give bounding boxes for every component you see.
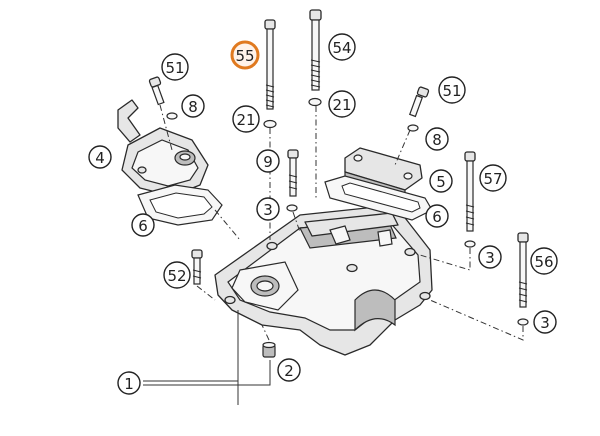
callout-label: 6 — [138, 217, 148, 235]
callout-label: 9 — [263, 153, 273, 171]
washers — [166, 97, 529, 326]
callout-ring — [425, 204, 449, 228]
bolt-57 — [464, 151, 476, 232]
callout-ring — [117, 371, 141, 395]
callout-label: 57 — [483, 170, 502, 188]
callout-8: 8 — [425, 127, 449, 151]
cover-plate-gasket — [324, 175, 433, 221]
callout-56: 56 — [530, 247, 558, 275]
callout-8: 8 — [181, 94, 205, 118]
callout-21: 21 — [328, 90, 356, 118]
callout-label: 54 — [332, 39, 351, 57]
callout-52: 52 — [163, 261, 191, 289]
callout-ring — [479, 164, 507, 192]
thermostat-housing — [117, 99, 209, 197]
callout-ring — [429, 169, 453, 193]
callout-ring — [256, 149, 280, 173]
callout-ring — [181, 94, 205, 118]
callout-54: 54 — [328, 33, 356, 61]
bolt-51-right — [408, 86, 430, 118]
callout-6: 6 — [425, 204, 449, 228]
callout-label: 51 — [165, 59, 184, 77]
callout-4: 4 — [88, 145, 112, 169]
callout-ring — [161, 53, 189, 81]
cylinder-head-cover — [214, 204, 433, 356]
callout-ring — [131, 213, 155, 237]
plug-2 — [262, 341, 276, 358]
callout-57: 57 — [479, 164, 507, 192]
callout-55: 55 — [230, 40, 260, 70]
callout-1: 1 — [117, 371, 141, 395]
washer-8-right — [407, 124, 419, 132]
bolt-56 — [517, 232, 529, 308]
bolt-54 — [309, 9, 322, 91]
callout-label: 5 — [436, 173, 446, 191]
washer-3-left — [286, 204, 298, 212]
callout-ring — [425, 127, 449, 151]
callout-label: 55 — [235, 47, 254, 65]
bolt-52 — [191, 249, 203, 285]
callout-ring — [533, 310, 557, 334]
assembly-lines — [159, 104, 524, 341]
callout-label: 56 — [534, 253, 553, 271]
callout-label: 21 — [236, 111, 255, 129]
callout-label: 51 — [442, 82, 461, 100]
callout-label: 52 — [167, 267, 186, 285]
callout-label: 8 — [188, 98, 198, 116]
callout-ring — [438, 76, 466, 104]
callout-ring — [232, 105, 260, 133]
callout-2: 2 — [277, 358, 301, 382]
leader-lines — [143, 310, 271, 405]
callout-5: 5 — [429, 169, 453, 193]
callout-6: 6 — [131, 213, 155, 237]
callout-label: 3 — [485, 249, 495, 267]
washer-3-right — [517, 318, 529, 326]
washer-21-right — [308, 97, 322, 107]
callout-ring — [328, 90, 356, 118]
callout-ring — [328, 33, 356, 61]
callout-3: 3 — [256, 197, 280, 221]
callout-label: 8 — [432, 131, 442, 149]
callout-label: 2 — [284, 362, 294, 380]
callout-label: 21 — [332, 96, 351, 114]
bolt-55 — [264, 19, 276, 110]
washer-3-middle — [464, 240, 476, 248]
callout-51: 51 — [161, 53, 189, 81]
bolt-51-left — [148, 76, 165, 106]
callout-ring — [163, 261, 191, 289]
callout-ring — [277, 358, 301, 382]
callout-9: 9 — [256, 149, 280, 173]
washer-21-left — [263, 119, 277, 129]
callout-3: 3 — [533, 310, 557, 334]
callout-ring — [478, 245, 502, 269]
callout-label: 6 — [432, 208, 442, 226]
callout-3: 3 — [478, 245, 502, 269]
callout-21: 21 — [232, 105, 260, 133]
thermostat-gasket — [137, 184, 223, 226]
callout-label: 3 — [263, 201, 273, 219]
callout-ring — [256, 197, 280, 221]
bolts — [148, 9, 529, 358]
callout-ring — [530, 247, 558, 275]
callout-label: 3 — [540, 314, 550, 332]
callout-label: 4 — [95, 149, 105, 167]
callout-ring — [230, 40, 260, 70]
washer-8-left — [166, 112, 178, 120]
callout-ring — [88, 145, 112, 169]
callout-label: 1 — [124, 375, 134, 393]
bolt-9 — [287, 149, 299, 197]
callout-51: 51 — [438, 76, 466, 104]
